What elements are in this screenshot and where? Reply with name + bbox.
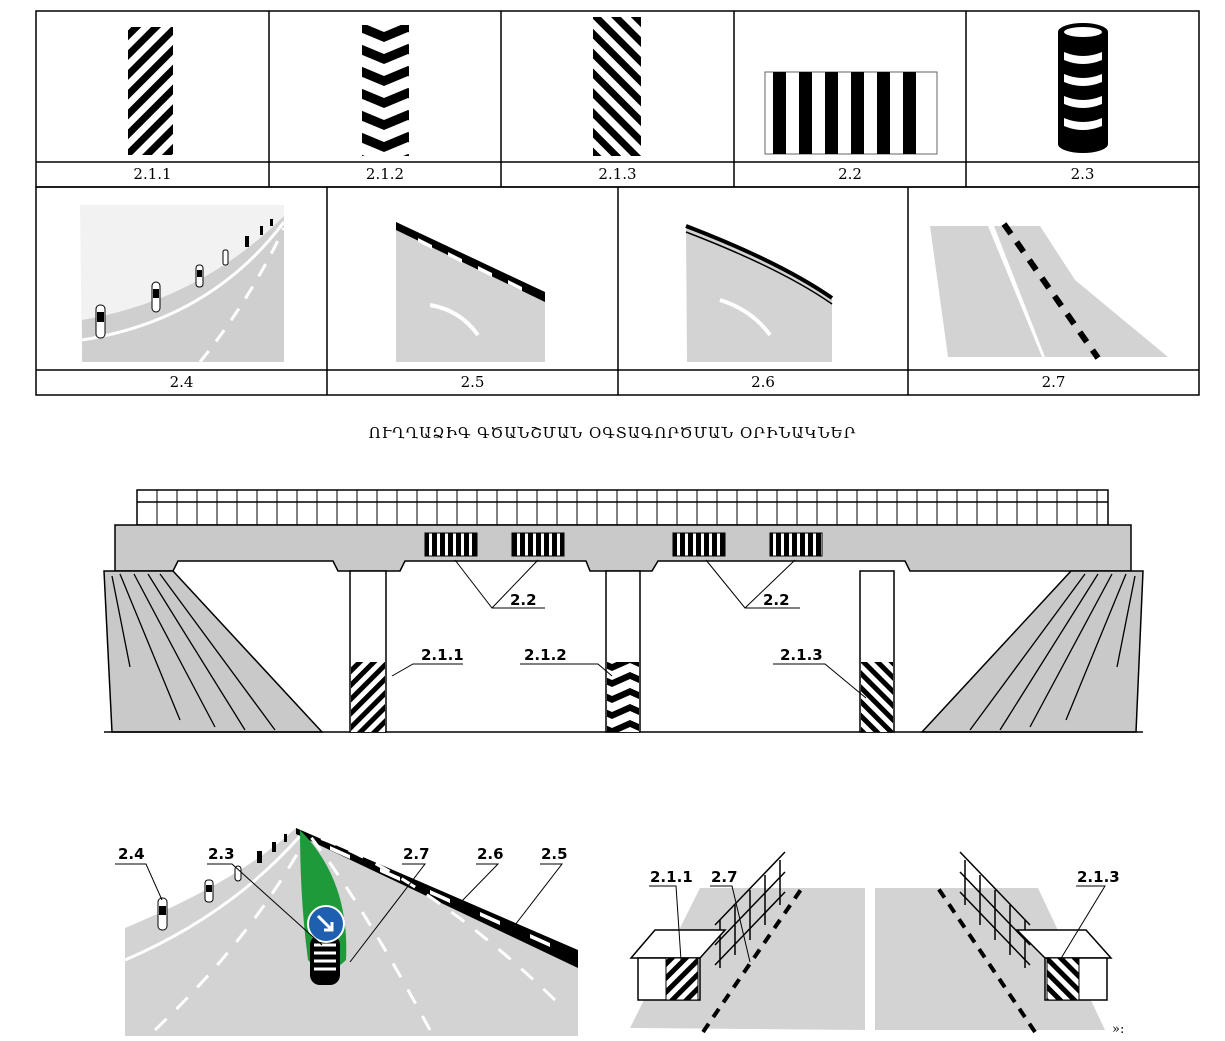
table-label: 2.4 bbox=[169, 373, 194, 391]
road-callout-2-6: 2.6 bbox=[477, 845, 504, 863]
road-perspective bbox=[124, 828, 578, 1036]
table-label: 2.1.2 bbox=[365, 165, 405, 183]
section-title: ՈՒՂՂԱՁԻԳ ԳԾԱՆՇՄԱՆ ՕԳՏԱԳՈՐԾՄԱՆ ՕՐԻՆԱԿՆԵՐ bbox=[368, 424, 857, 442]
table-label: 2.7 bbox=[1041, 373, 1066, 391]
bridge-callout-2-1-2: 2.1.2 bbox=[524, 646, 567, 664]
marking-2-6-icon bbox=[685, 224, 834, 362]
barrier-callout-2-1-1: 2.1.1 bbox=[650, 868, 693, 886]
bridge-callout-2-1-1: 2.1.1 bbox=[421, 646, 464, 664]
road-callout-2-4: 2.4 bbox=[118, 845, 145, 863]
marking-2-1-3-icon bbox=[593, 17, 641, 156]
bridge-marking-2-2 bbox=[424, 532, 823, 557]
bridge-callout-2-2-left: 2.2 bbox=[510, 591, 537, 609]
marking-table bbox=[35, 10, 1200, 396]
marking-2-1-1-icon bbox=[128, 27, 173, 155]
pier-marking-2-1-3 bbox=[861, 662, 893, 732]
bridge-leaders bbox=[391, 559, 867, 699]
road-leaders bbox=[115, 863, 564, 963]
table-label: 2.1.3 bbox=[598, 165, 637, 183]
marking-2-4-icon bbox=[80, 205, 286, 363]
barrier-scene bbox=[629, 851, 1113, 1034]
table-label: 2.2 bbox=[838, 165, 862, 183]
barrier-callout-2-7: 2.7 bbox=[711, 868, 738, 886]
table-label: 2.3 bbox=[1070, 165, 1095, 183]
marking-2-5-icon bbox=[396, 222, 545, 362]
table-label: 2.5 bbox=[460, 373, 485, 391]
road-callout-2-3: 2.3 bbox=[208, 845, 235, 863]
road-callout-2-5: 2.5 bbox=[541, 845, 568, 863]
table-label: 2.6 bbox=[751, 373, 775, 391]
bridge-drawing bbox=[103, 489, 1144, 733]
bridge-callout-2-1-3: 2.1.3 bbox=[780, 646, 823, 664]
end-mark: »: bbox=[1112, 1022, 1125, 1037]
marking-2-2-icon bbox=[764, 71, 938, 155]
barrier-leaders bbox=[649, 885, 1106, 963]
marking-2-3-icon bbox=[1058, 23, 1108, 153]
road-callout-2-7: 2.7 bbox=[403, 845, 430, 863]
pier-marking-2-1-1 bbox=[351, 662, 385, 732]
table-label: 2.1.1 bbox=[133, 165, 172, 183]
marking-2-7-icon bbox=[930, 222, 1168, 360]
abutment-lines bbox=[111, 573, 1136, 731]
marking-2-1-2-icon bbox=[362, 25, 409, 156]
barrier-callout-2-1-3: 2.1.3 bbox=[1077, 868, 1120, 886]
pier-marking-2-1-2 bbox=[607, 662, 639, 732]
bridge-callout-2-2-right: 2.2 bbox=[763, 591, 790, 609]
